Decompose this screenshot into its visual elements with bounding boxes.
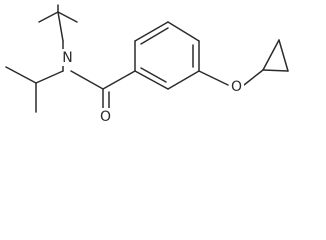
isopropyl-upper xyxy=(38,4,78,42)
ether-oxygen-label: O xyxy=(231,79,242,95)
atom-carbonyl-oxygen: O xyxy=(98,108,113,125)
benzene-ring xyxy=(134,21,200,90)
chemical-structure-diagram: N O O xyxy=(5,4,289,125)
atom-ether-oxygen: O xyxy=(229,78,244,95)
carbonyl-oxygen-label: O xyxy=(100,109,111,125)
nitrogen-label: N xyxy=(62,50,72,66)
isopropyl-lower xyxy=(5,66,64,113)
atom-nitrogen: N xyxy=(60,49,75,66)
amide-bonds xyxy=(62,40,136,118)
cyclopropoxy-group xyxy=(198,39,289,86)
